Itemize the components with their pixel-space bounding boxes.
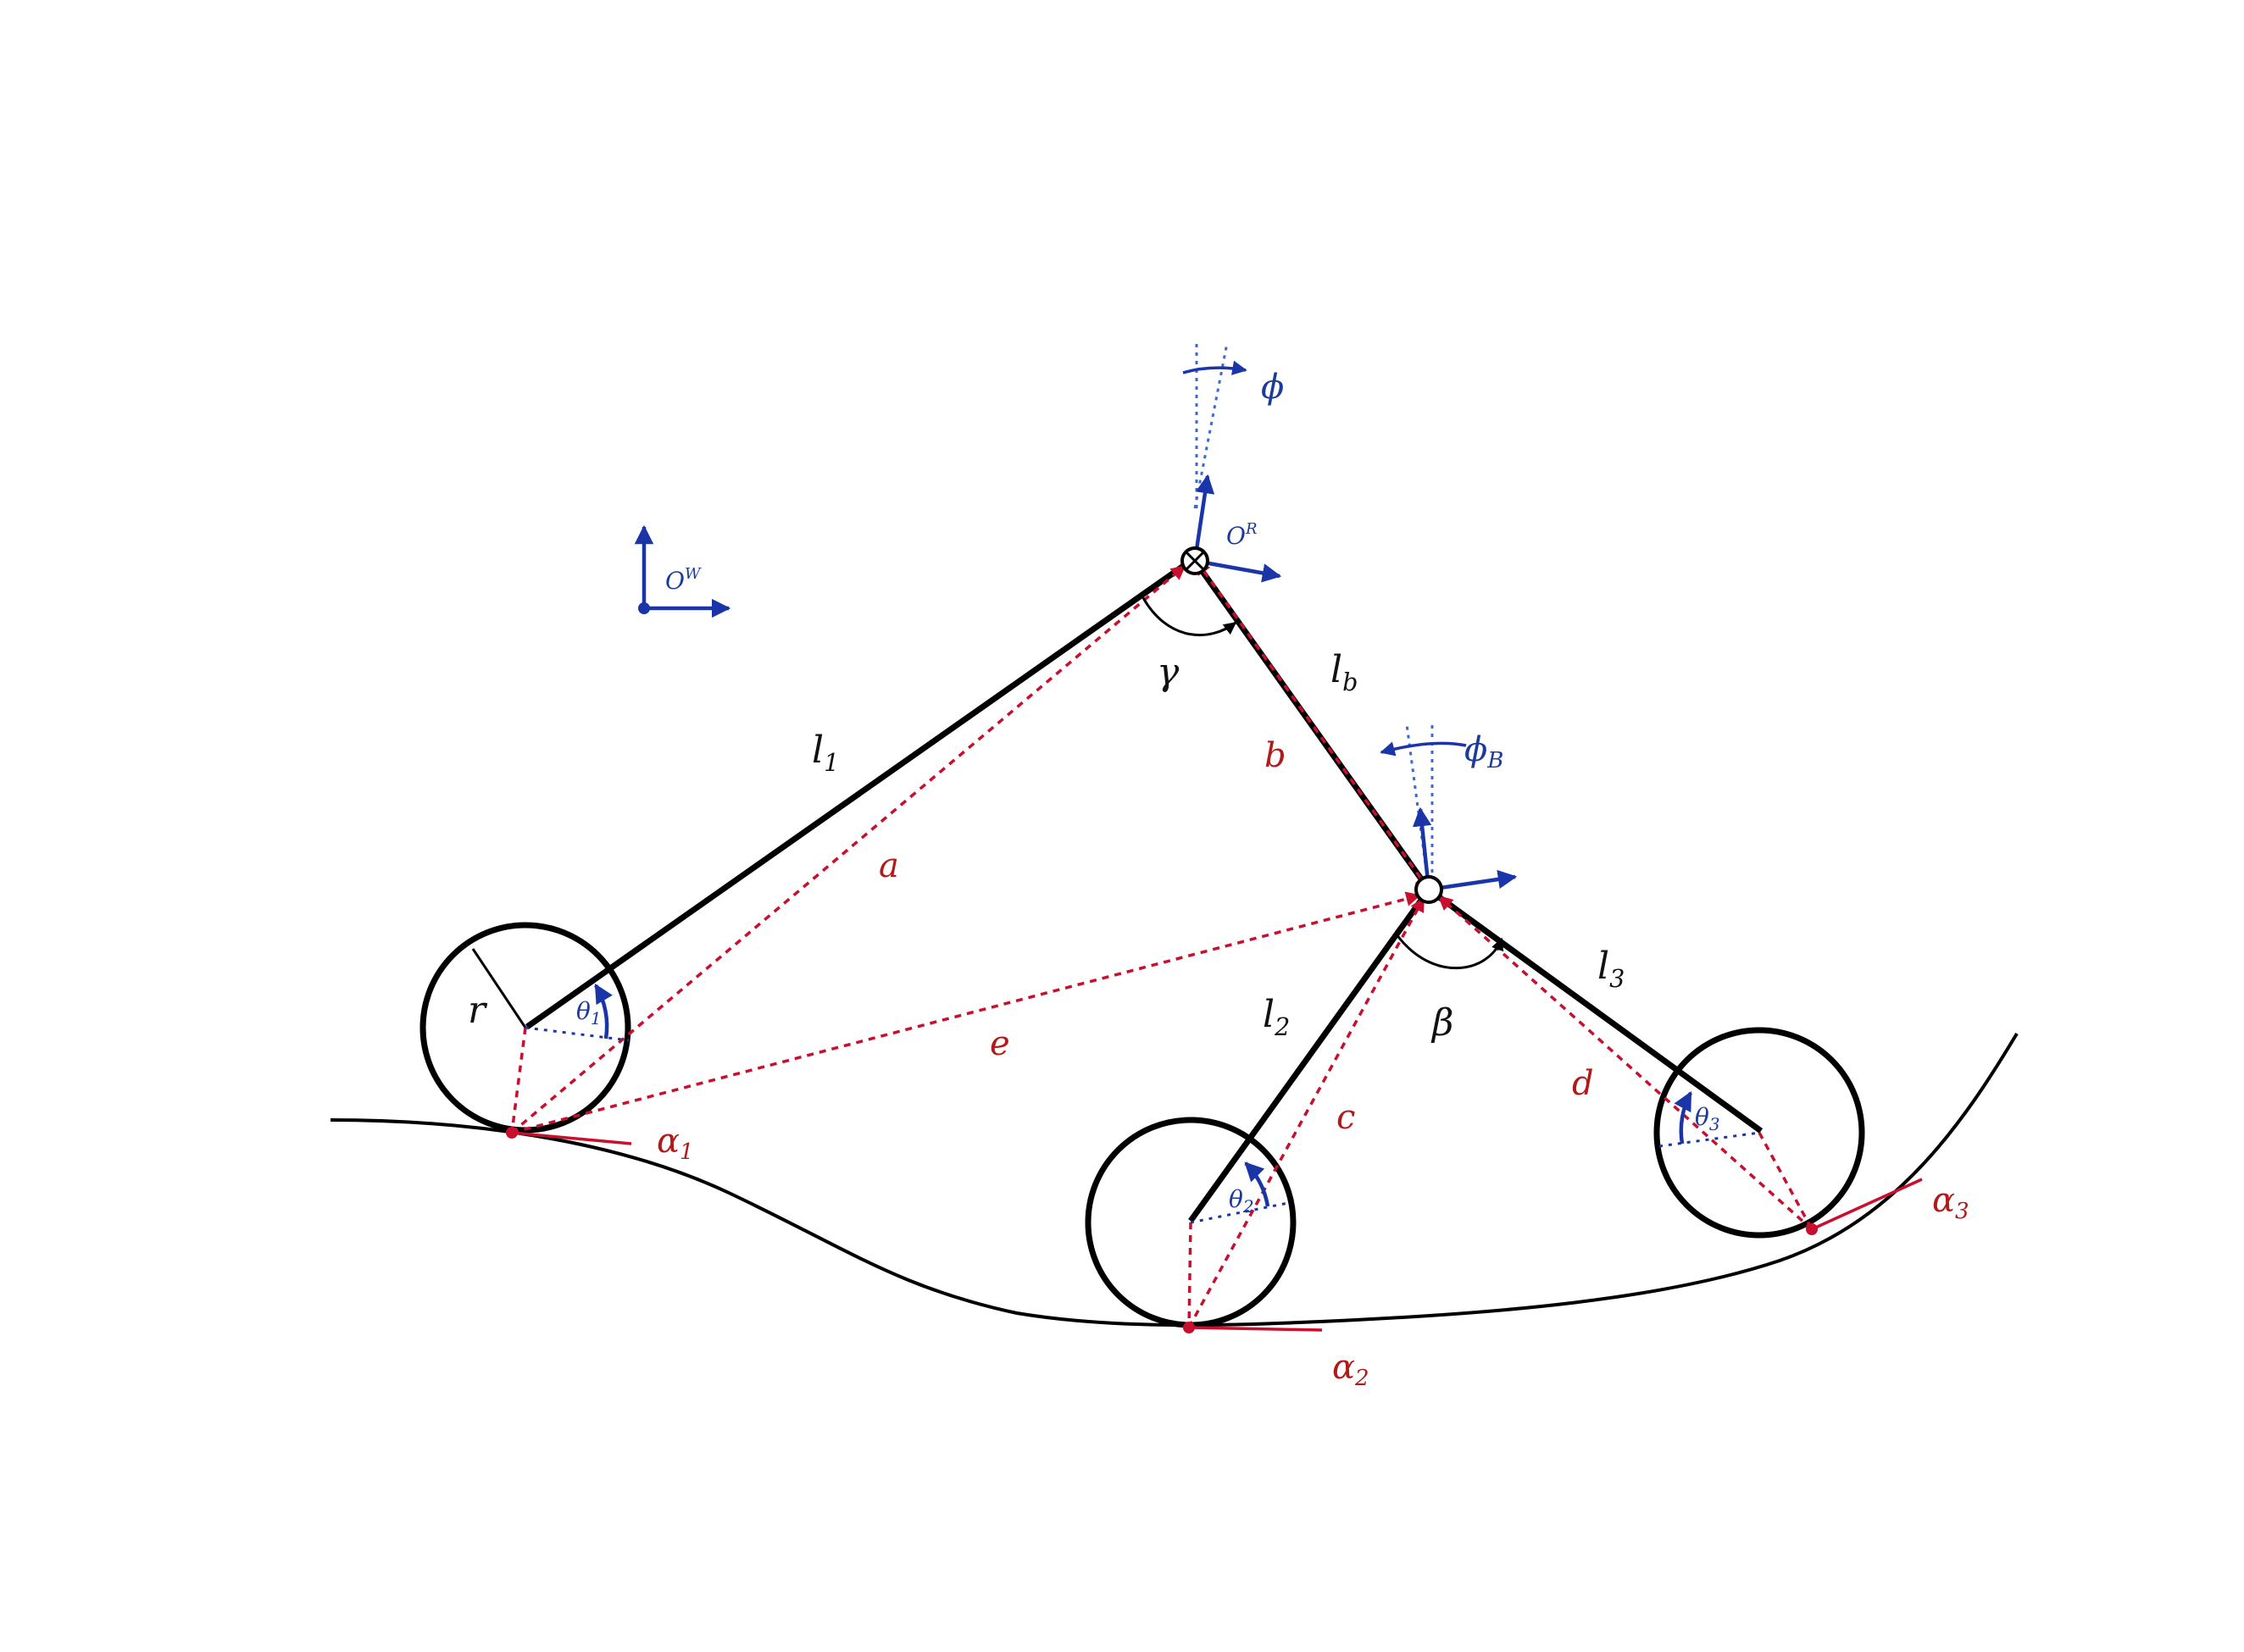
theta3-reference xyxy=(1658,1131,1760,1148)
vector-e xyxy=(511,891,1421,1134)
label-l1: l1 xyxy=(812,729,839,777)
bogie-x-axis xyxy=(1428,869,1518,892)
label-alpha2: α2 xyxy=(1332,1348,1369,1391)
link-l3 xyxy=(1426,887,1764,1134)
phiB-arc xyxy=(1380,741,1467,757)
vector-a xyxy=(510,564,1186,1134)
label-OR: OR xyxy=(1226,520,1258,550)
theta2-reference xyxy=(1190,1201,1289,1224)
label-e: e xyxy=(990,1024,1010,1063)
vector-b xyxy=(1195,559,1430,891)
label-alpha1: α1 xyxy=(657,1122,694,1165)
theta3-arc xyxy=(1674,1091,1692,1145)
label-theta3: θ3 xyxy=(1695,1103,1720,1134)
robot-frame xyxy=(1180,342,1282,583)
geometry-vectors xyxy=(510,559,1814,1328)
world-frame xyxy=(634,524,731,618)
label-phiB: ϕB xyxy=(1464,730,1503,773)
label-theta2: θ2 xyxy=(1229,1185,1254,1217)
contact-points xyxy=(506,1127,1923,1333)
label-beta: β xyxy=(1430,1001,1453,1045)
body-pivot-cross-2 xyxy=(1185,551,1205,571)
theta2-arc xyxy=(1244,1161,1270,1207)
label-c: c xyxy=(1336,1098,1355,1137)
theta1-reference xyxy=(525,1026,630,1042)
terrain-curve xyxy=(330,1032,2019,1328)
wheel2-radius-dashed xyxy=(1187,1222,1192,1328)
label-l3: l3 xyxy=(1597,945,1625,993)
label-d: d xyxy=(1572,1064,1594,1103)
wheel1-radius-dashed xyxy=(510,1027,527,1134)
tangent-alpha2 xyxy=(1188,1326,1323,1332)
label-phi: ϕ xyxy=(1261,368,1284,407)
vector-d xyxy=(1437,895,1814,1231)
beta-arc xyxy=(1395,934,1504,970)
label-r: r xyxy=(468,989,488,1032)
link-l1 xyxy=(525,558,1193,1029)
wheel-3 xyxy=(1653,1027,1865,1239)
label-l2: l2 xyxy=(1263,993,1290,1041)
wheel3-radius-dashed xyxy=(1758,1132,1814,1230)
label-gamma: γ xyxy=(1157,651,1180,694)
gamma-arc xyxy=(1141,596,1237,637)
tangent-alpha3 xyxy=(1811,1178,1923,1231)
label-b: b xyxy=(1264,736,1286,775)
vector-c xyxy=(1187,896,1425,1328)
link-lb xyxy=(1192,558,1431,892)
theta-references xyxy=(525,984,1760,1224)
label-alpha3: α3 xyxy=(1932,1181,1969,1224)
tangent-alpha1 xyxy=(511,1131,632,1145)
label-theta1: θ1 xyxy=(576,997,602,1028)
link-l2 xyxy=(1188,887,1431,1223)
label-OW: OW xyxy=(665,565,702,595)
theta1-arc xyxy=(594,984,613,1039)
bogie-pivot xyxy=(1414,875,1443,904)
phi-arc xyxy=(1182,360,1247,375)
radius-line xyxy=(471,948,527,1028)
label-lb: lb xyxy=(1330,648,1358,696)
bogie-frame xyxy=(1380,723,1518,904)
ow-origin xyxy=(638,602,650,614)
label-a: a xyxy=(879,846,899,885)
